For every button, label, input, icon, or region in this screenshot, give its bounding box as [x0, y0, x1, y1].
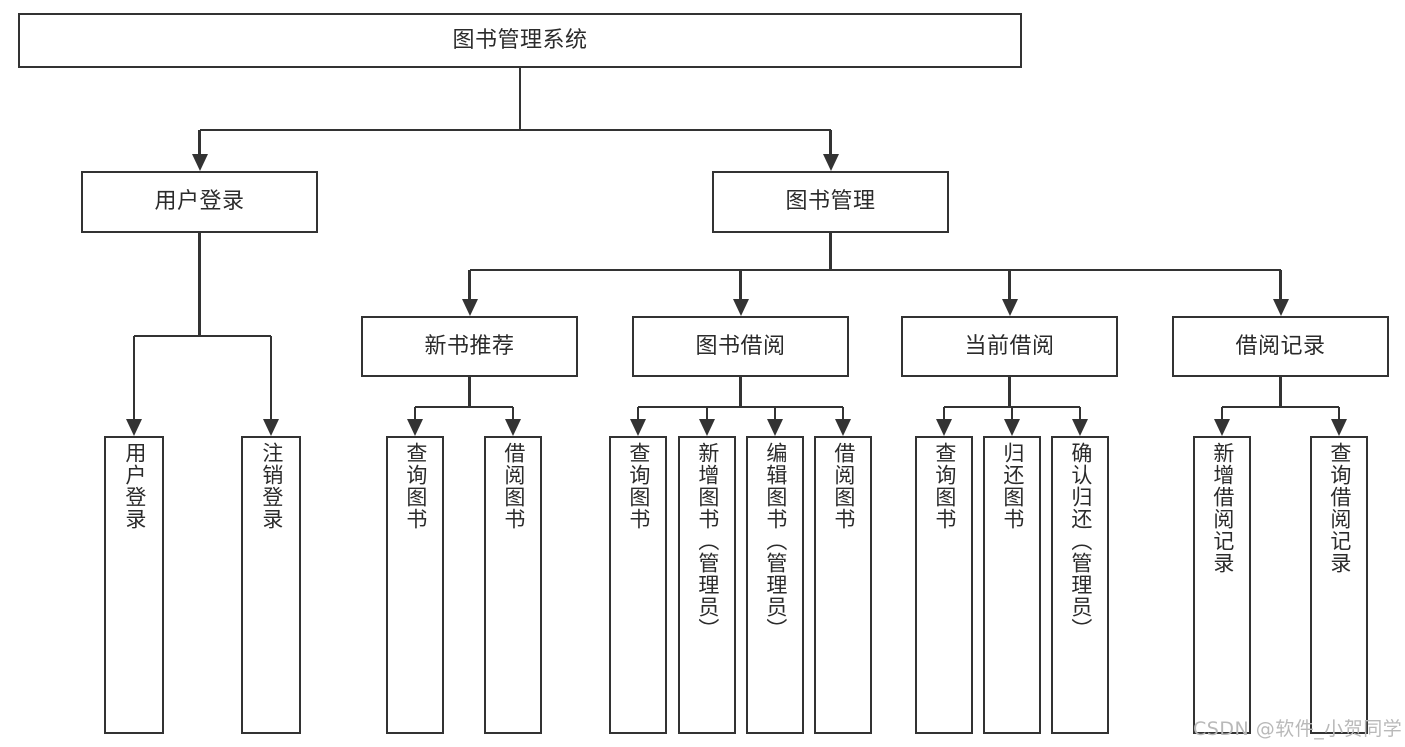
connector-bus	[638, 405, 843, 409]
connector-drop	[511, 407, 515, 419]
node-leaf-query-book-2[interactable]: 查询图书	[609, 436, 667, 734]
connector-bus	[415, 405, 513, 409]
node-leaf-confirm-return[interactable]: 确认归还（管理员）	[1051, 436, 1109, 734]
connector-bus	[1222, 405, 1339, 409]
connector-arrowhead	[407, 419, 423, 436]
node-label: 当前借阅	[964, 333, 1055, 359]
node-label: 查询图书	[626, 442, 651, 530]
node-leaf-query-record[interactable]: 查询借阅记录	[1310, 436, 1368, 734]
connector-drop	[829, 130, 832, 154]
node-leaf-edit-book[interactable]: 编辑图书（管理员）	[746, 436, 804, 734]
node-label: 借阅图书	[831, 442, 856, 530]
connector-drop	[942, 407, 946, 419]
connector-bus	[134, 334, 271, 338]
connector-drop	[841, 407, 845, 419]
node-current-borrow[interactable]: 当前借阅	[901, 316, 1118, 377]
connector-drop	[1220, 407, 1224, 419]
node-label: 查询借阅记录	[1327, 442, 1352, 574]
connector-arrowhead	[630, 419, 646, 436]
node-book-borrow[interactable]: 图书借阅	[632, 316, 849, 377]
node-leaf-query-book-1[interactable]: 查询图书	[386, 436, 444, 734]
connector-drop	[705, 407, 709, 419]
connector-arrowhead	[1331, 419, 1347, 436]
connector-arrowhead	[1001, 299, 1018, 316]
connector-arrowhead	[1004, 419, 1020, 436]
connector-arrowhead	[1214, 419, 1230, 436]
node-label: 借阅记录	[1235, 333, 1326, 359]
node-label: 图书管理	[785, 189, 876, 215]
connector-arrowhead	[263, 419, 279, 436]
connector-arrowhead	[936, 419, 952, 436]
connector-drop	[198, 130, 201, 154]
node-leaf-logout[interactable]: 注销登录	[241, 436, 301, 734]
node-label: 注销登录	[259, 442, 284, 530]
connector-arrowhead	[822, 154, 839, 171]
connector-drop	[269, 336, 273, 419]
connector-bus	[199, 128, 831, 132]
node-label: 新书推荐	[424, 333, 515, 359]
connector-stem	[739, 377, 742, 407]
connector-arrowhead	[1272, 299, 1289, 316]
node-label: 用户登录	[122, 442, 147, 530]
watermark-text: CSDN @软件_小贺同学	[1193, 718, 1403, 740]
node-label: 图书管理系统	[452, 27, 588, 53]
node-label: 新增图书（管理员）	[695, 442, 720, 640]
node-new-book-recommend[interactable]: 新书推荐	[361, 316, 578, 377]
connector-arrowhead	[732, 299, 749, 316]
node-label: 查询图书	[932, 442, 957, 530]
connector-drop	[1008, 270, 1011, 299]
node-label: 归还图书	[1000, 442, 1025, 530]
node-leaf-query-book-3[interactable]: 查询图书	[915, 436, 973, 734]
node-label: 编辑图书（管理员）	[763, 442, 788, 640]
node-label: 借阅图书	[501, 442, 526, 530]
connector-arrowhead	[835, 419, 851, 436]
node-label: 图书借阅	[695, 333, 786, 359]
connector-drop	[1078, 407, 1082, 419]
node-root-system[interactable]: 图书管理系统	[18, 13, 1022, 68]
connector-drop	[739, 270, 742, 299]
connector-stem	[518, 68, 522, 130]
connector-stem	[198, 233, 201, 336]
connector-drop	[773, 407, 777, 419]
node-borrow-record[interactable]: 借阅记录	[1172, 316, 1389, 377]
node-book-manage[interactable]: 图书管理	[712, 171, 949, 233]
node-user-login[interactable]: 用户登录	[81, 171, 318, 233]
node-leaf-add-record[interactable]: 新增借阅记录	[1193, 436, 1251, 734]
connector-drop	[468, 270, 471, 299]
connector-arrowhead	[767, 419, 783, 436]
node-label: 确认归还（管理员）	[1068, 442, 1093, 640]
node-label: 用户登录	[154, 189, 245, 215]
connector-arrowhead	[505, 419, 521, 436]
connector-drop	[1337, 407, 1341, 419]
node-leaf-borrow-book-2[interactable]: 借阅图书	[814, 436, 872, 734]
node-leaf-return-book[interactable]: 归还图书	[983, 436, 1041, 734]
node-label: 查询图书	[403, 442, 428, 530]
connector-arrowhead	[126, 419, 142, 436]
connector-drop	[1279, 270, 1282, 299]
connector-arrowhead	[191, 154, 208, 171]
connector-drop	[413, 407, 417, 419]
connector-arrowhead	[699, 419, 715, 436]
node-leaf-borrow-book-1[interactable]: 借阅图书	[484, 436, 542, 734]
connector-arrowhead	[1072, 419, 1088, 436]
connector-stem	[1279, 377, 1282, 407]
connector-bus	[469, 268, 1281, 272]
connector-stem	[829, 233, 832, 270]
connector-drop	[132, 336, 136, 419]
connector-stem	[468, 377, 471, 407]
connector-arrowhead	[461, 299, 478, 316]
node-label: 新增借阅记录	[1210, 442, 1235, 574]
connector-drop	[636, 407, 640, 419]
connector-drop	[1010, 407, 1014, 419]
connector-stem	[1008, 377, 1011, 407]
node-leaf-add-book[interactable]: 新增图书（管理员）	[678, 436, 736, 734]
node-leaf-user-login[interactable]: 用户登录	[104, 436, 164, 734]
